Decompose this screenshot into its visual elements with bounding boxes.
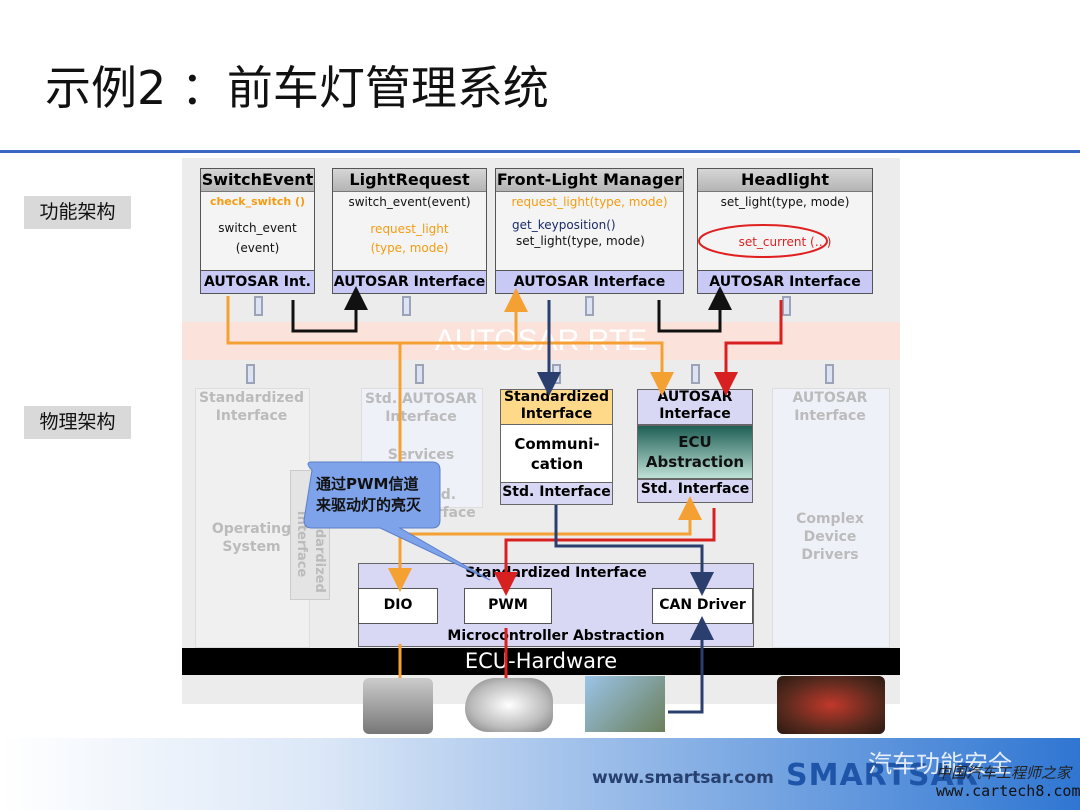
- swc-operation: (event): [235, 241, 280, 255]
- comm-top-label: Standardized Interface: [503, 389, 610, 422]
- watermark-wechat: 汽车功能安全: [868, 750, 1012, 778]
- swc-operation: switch_event: [218, 221, 297, 235]
- title-divider: [0, 150, 1080, 153]
- callout-line: 来驱动灯的亮灭: [316, 496, 422, 514]
- footer-band: [0, 738, 1080, 810]
- swc-title: LightRequest: [333, 169, 486, 192]
- pwm-label: PWM: [488, 597, 528, 613]
- communication-label: Communi- cation: [514, 435, 600, 473]
- std-autosar-interface-label: Std. AUTOSAR Interface: [365, 391, 477, 425]
- swc-operation: (type, mode): [370, 241, 449, 255]
- comm-std-bottom: [500, 482, 613, 505]
- swc-title: Headlight: [698, 169, 872, 192]
- cdd-label: Complex Device Drivers: [796, 511, 864, 563]
- swc-operation: set_current (…): [738, 235, 832, 249]
- page-title: 示例2 ：前车灯管理系统: [45, 61, 549, 115]
- light-switch-image: [363, 678, 433, 734]
- headlamp-image: [465, 678, 553, 732]
- cdd-top-label: AUTOSAR Interface: [792, 390, 868, 424]
- swc-lightrequest: LightRequest switch_event(event) request…: [332, 168, 487, 294]
- os-label: Operating System: [211, 521, 292, 555]
- physical-architecture-label: 物理架构: [24, 406, 131, 439]
- swc-headlight: Headlight set_light(type, mode) set_curr…: [697, 168, 873, 294]
- mcal-label: Microcontroller Abstraction: [447, 628, 665, 644]
- ecu-abstraction-label: ECU Abstraction: [645, 433, 745, 471]
- swc-interface: AUTOSAR Int.: [201, 270, 314, 293]
- swc-interface: AUTOSAR Interface: [496, 270, 683, 293]
- callout-line: 通过PWM信道: [316, 475, 419, 493]
- footer-url[interactable]: www.smartsar.com: [592, 768, 774, 788]
- instrument-cluster-image: [777, 676, 885, 734]
- smartsar-logo: SMARTSAR: [786, 758, 979, 793]
- swc-title: Front-Light Manager: [496, 169, 683, 192]
- swc-operation: switch_event(event): [348, 195, 471, 209]
- ecu-std-label: Std. Interface: [640, 481, 750, 497]
- swc-operation: set_light(type, mode): [516, 234, 645, 248]
- swc-switchevent: SwitchEvent check_switch () switch_event…: [200, 168, 315, 294]
- services-label: Services: [387, 447, 455, 463]
- ecu-abstraction-block: [637, 425, 753, 479]
- ecu-hardware-label: ECU-Hardware: [464, 649, 618, 673]
- swc-title: SwitchEvent: [201, 169, 314, 192]
- swc-interface: AUTOSAR Interface: [698, 270, 872, 293]
- sensor-module-image: [585, 676, 665, 732]
- dio-label: DIO: [383, 597, 413, 613]
- swc-interface: AUTOSAR Interface: [333, 270, 486, 293]
- rte-label: AUTOSAR RTE: [434, 324, 648, 357]
- comm-std-label: Std. Interface: [502, 484, 611, 500]
- ecu-top-label: AUTOSAR Interface: [657, 389, 733, 422]
- functional-architecture-label: 功能架构: [24, 196, 131, 229]
- cdd-column: [772, 388, 890, 648]
- std-interface-label: Standardized Interface: [198, 390, 305, 424]
- swc-operation: request_light(type, mode): [511, 195, 668, 209]
- watermark-url: www.cartech8.com: [936, 782, 1080, 800]
- swc-operation: set_light(type, mode): [720, 195, 850, 209]
- pwm-callout: 通过PWM信道 来驱动灯的亮灭: [316, 474, 421, 516]
- swc-front-light-manager: Front-Light Manager request_light(type, …: [495, 168, 684, 294]
- swc-operation: get_keyposition(): [512, 218, 616, 232]
- ecu-hardware-band: [182, 648, 900, 675]
- watermark-cartech: 中国汽车工程师之家: [936, 764, 1072, 782]
- can-driver-label: CAN Driver: [659, 597, 746, 613]
- swc-operation: request_light: [370, 222, 449, 236]
- swc-operation: check_switch (): [209, 195, 306, 208]
